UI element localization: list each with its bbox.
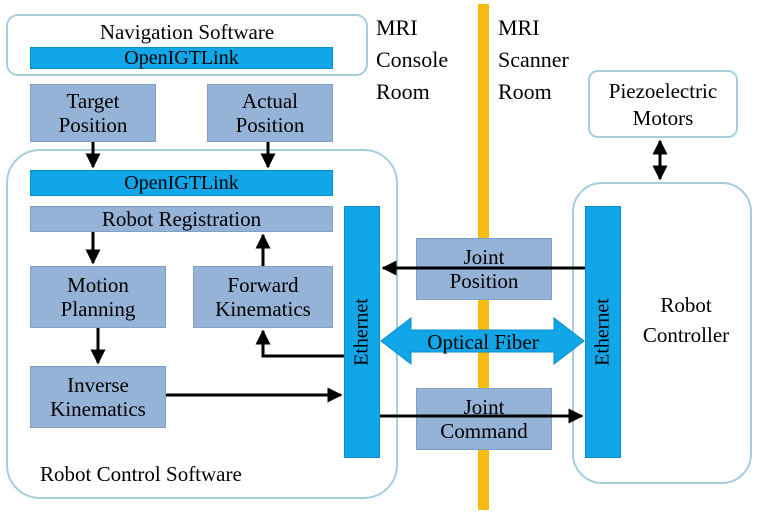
optical-fiber-label: Optical Fiber [427,330,538,354]
piezoelectric-motors-frame [588,70,738,138]
target-position-box: Target Position [30,84,156,142]
piezoelectric-motors-label: Piezoelectric Motors [608,79,718,131]
forward-kinematics-box: Forward Kinematics [193,266,333,328]
inverse-kinematics-box: Inverse Kinematics [30,366,166,428]
robot-registration-box: Robot Registration [30,206,333,232]
robot-control-software-title: Robot Control Software [40,462,242,486]
actual-position-box: Actual Position [207,84,333,142]
controller-ethernet-bar: Ethernet [585,206,621,458]
robot-controller-label: Robot Controller [642,293,730,348]
mri-scanner-room-label: MRI Scanner Room [498,15,569,104]
optical-fiber-arrow [380,316,585,366]
navigation-openigtlink-bar: OpenIGTLink [30,47,333,69]
ethernet-to-fk-arrow [255,329,344,358]
robot-control-software-frame [6,149,398,499]
control-openigtlink-bar: OpenIGTLink [30,170,333,196]
navigation-software-frame [6,14,368,76]
navigation-software-title: Navigation Software [99,20,275,44]
motion-planning-box: Motion Planning [30,266,166,328]
mri-console-room-label: MRI Console Room [376,15,449,104]
control-ethernet-bar: Ethernet [344,206,380,458]
